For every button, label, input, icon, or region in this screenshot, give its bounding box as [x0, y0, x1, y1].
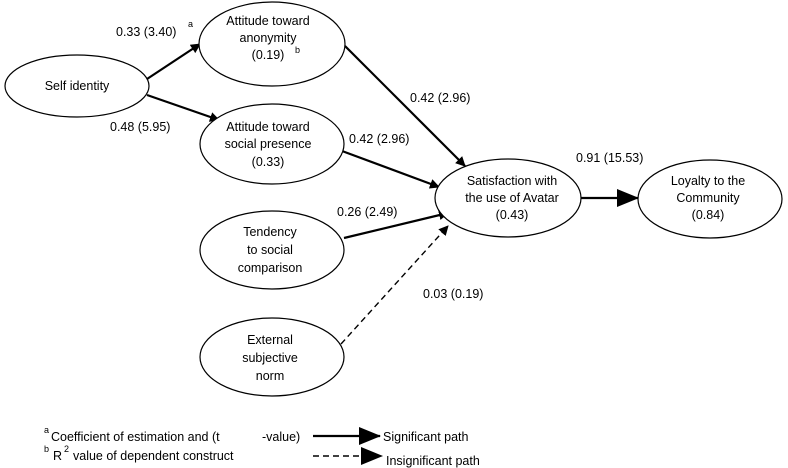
node-label: Attitude toward: [226, 120, 309, 134]
path-label-norm-satisfaction: 0.03 (0.19): [423, 287, 483, 301]
node-label: Loyalty to the: [671, 174, 745, 188]
path-norm-to-satisfaction: [340, 225, 449, 345]
node-label: Self identity: [45, 79, 110, 93]
path-label-tendency-satisfaction: 0.26 (2.49): [337, 205, 397, 219]
node-value: (0.33): [252, 155, 285, 169]
path-label-self-identity-anonymity: 0.33 (3.40): [116, 25, 176, 39]
path-label-self-identity-presence: 0.48 (5.95): [110, 120, 170, 134]
legend-note-b-text: value of dependent construct: [73, 449, 234, 463]
node-external-norm: External subjective norm: [199, 317, 345, 397]
node-satisfaction: Satisfaction with the use of Avatar (0.4…: [434, 158, 582, 238]
node-loyalty: Loyalty to the Community (0.84): [637, 159, 783, 239]
legend: a Coefficient of estimation and (t -valu…: [44, 425, 480, 468]
node-label: norm: [256, 369, 284, 383]
path-label-presence-satisfaction: 0.42 (2.96): [349, 132, 409, 146]
footnote-mark: a: [188, 19, 193, 29]
path-label-satisfaction-loyalty: 0.91 (15.53): [576, 151, 643, 165]
node-label: Community: [676, 191, 740, 205]
legend-note-a-mark: a: [44, 425, 49, 435]
node-label: Tendency: [243, 225, 297, 239]
legend-note-b-squared: 2: [64, 444, 69, 454]
node-tendency: Tendency to social comparison: [199, 210, 345, 290]
node-value: (0.19): [252, 48, 285, 62]
path-self-identity-to-anonymity: [146, 43, 201, 80]
legend-note-b-mark: b: [44, 444, 49, 454]
path-self-identity-to-presence: [146, 93, 220, 122]
path-tendency-to-satisfaction: [343, 210, 449, 240]
node-label: social presence: [225, 137, 312, 151]
node-label: to social: [247, 243, 293, 257]
legend-note-a-text: Coefficient of estimation and (t: [51, 430, 220, 444]
node-value: (0.43): [496, 208, 529, 222]
legend-note-a-text-tail: -value): [262, 430, 300, 444]
node-label: External: [247, 333, 293, 347]
node-label: comparison: [238, 261, 303, 275]
node-attitude-presence: Attitude toward social presence (0.33): [199, 103, 345, 185]
node-value: (0.84): [692, 208, 725, 222]
path-anonymity-to-satisfaction: [344, 45, 466, 167]
legend-note-b-r: R: [53, 449, 62, 463]
node-label: the use of Avatar: [465, 191, 559, 205]
node-label: Satisfaction with: [467, 174, 557, 188]
path-presence-to-satisfaction: [341, 149, 440, 189]
node-label: subjective: [242, 351, 298, 365]
node-label: Attitude toward: [226, 14, 309, 28]
node-label: anonymity: [240, 31, 298, 45]
node-self-identity: Self identity: [4, 54, 150, 118]
path-label-anonymity-satisfaction: 0.42 (2.96): [410, 91, 470, 105]
footnote-mark: b: [295, 45, 300, 55]
node-attitude-anonymity: Attitude toward anonymity (0.19) b: [198, 1, 346, 87]
legend-insignificant-label: Insignificant path: [386, 454, 480, 468]
legend-significant-label: Significant path: [383, 430, 469, 444]
